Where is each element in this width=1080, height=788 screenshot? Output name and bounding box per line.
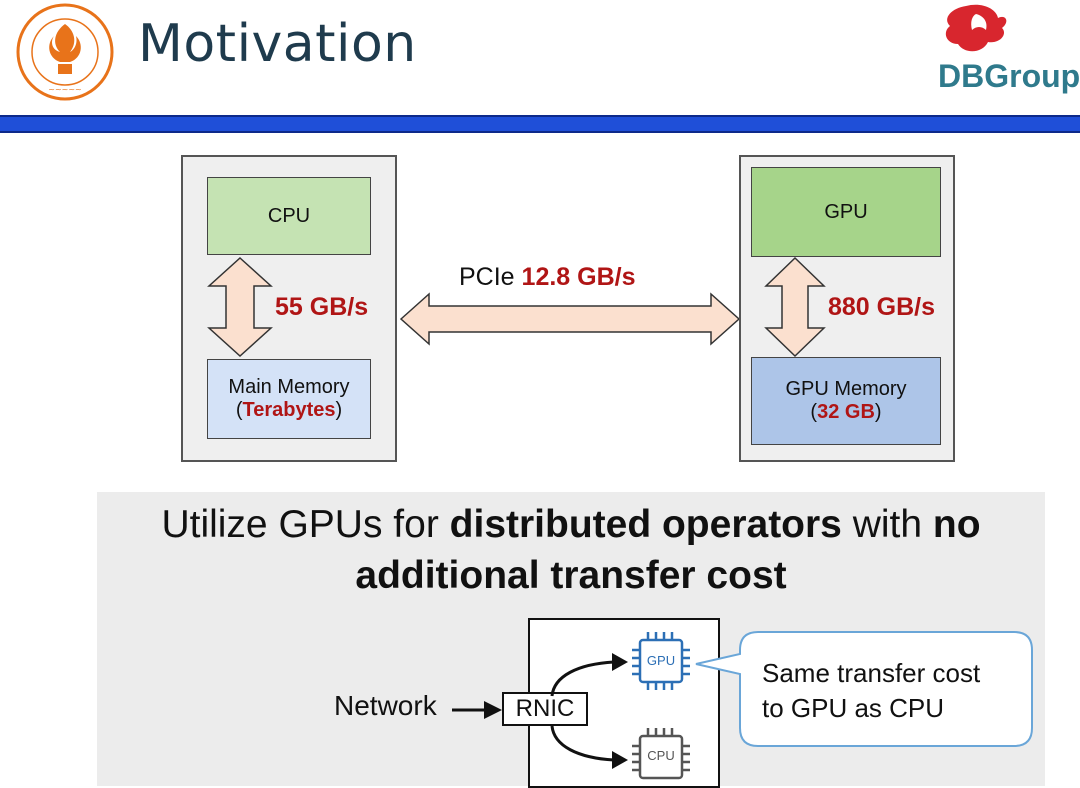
pcie-label: PCIe bbox=[459, 263, 515, 291]
cpu-box: CPU bbox=[207, 177, 371, 255]
callout-text: Same transfer cost to GPU as CPU bbox=[762, 656, 980, 725]
gpu-chip-label: GPU bbox=[646, 653, 676, 668]
gpu-memory-label: GPU Memory bbox=[785, 378, 907, 400]
rnic-to-gpu-arrow-icon bbox=[550, 653, 628, 697]
cpu-label: CPU bbox=[267, 204, 311, 227]
dbgroup-text: DBGroup bbox=[938, 58, 1080, 94]
pcie-label-group: PCIe 12.8 GB/s bbox=[459, 263, 636, 292]
cpu-memory-arrow-icon bbox=[207, 256, 273, 358]
gpu-memory-arrow-icon bbox=[764, 256, 826, 358]
header-bar bbox=[0, 115, 1080, 133]
headline-text-1: Utilize GPUs for bbox=[161, 503, 450, 546]
pcie-bandwidth: 12.8 GB/s bbox=[521, 263, 636, 291]
gpu-chip-icon bbox=[632, 632, 690, 690]
page-title: Motivation bbox=[138, 14, 417, 74]
cpu-chip-label: CPU bbox=[647, 748, 675, 763]
headline-text-2: with bbox=[841, 503, 933, 546]
university-logo: ~~~~~ bbox=[16, 3, 114, 101]
pcie-arrow-icon bbox=[399, 292, 741, 346]
cpu-chip-icon bbox=[632, 728, 690, 780]
gpu-bandwidth: 880 GB/s bbox=[828, 293, 936, 321]
main-memory-label: Main Memory bbox=[228, 376, 350, 398]
callout-bubble bbox=[695, 631, 1033, 747]
gpu-memory-box: GPU Memory (32 GB) bbox=[751, 357, 941, 445]
gpu-box: GPU bbox=[751, 167, 941, 257]
headline-bold-1: distributed operators bbox=[449, 503, 842, 546]
cpu-bandwidth: 55 GB/s bbox=[275, 293, 369, 321]
dbgroup-emblem-icon bbox=[945, 4, 1007, 52]
main-memory-size-wrap: (Terabytes) bbox=[235, 399, 343, 421]
main-memory-size: Terabytes bbox=[242, 399, 336, 421]
dbgroup-logo: DBGroup bbox=[936, 0, 1080, 100]
network-label: Network bbox=[334, 690, 437, 721]
svg-text:~~~~~: ~~~~~ bbox=[48, 85, 82, 94]
callout-line-2: to GPU as CPU bbox=[762, 692, 945, 723]
gpu-label: GPU bbox=[824, 200, 868, 223]
rnic-box: RNIC bbox=[502, 692, 588, 726]
rnic-to-cpu-arrow-icon bbox=[550, 725, 628, 769]
gpu-memory-size: 32 GB bbox=[817, 401, 875, 423]
headline-bold-2: no additional transfer cost bbox=[355, 503, 981, 597]
gpu-memory-size-wrap: (32 GB) bbox=[810, 401, 882, 423]
summary-headline: Utilize GPUs for distributed operators w… bbox=[97, 500, 1045, 601]
main-memory-box: Main Memory (Terabytes) bbox=[207, 359, 371, 439]
network-arrow-icon bbox=[452, 701, 502, 719]
callout-line-1: Same transfer cost bbox=[762, 658, 981, 688]
